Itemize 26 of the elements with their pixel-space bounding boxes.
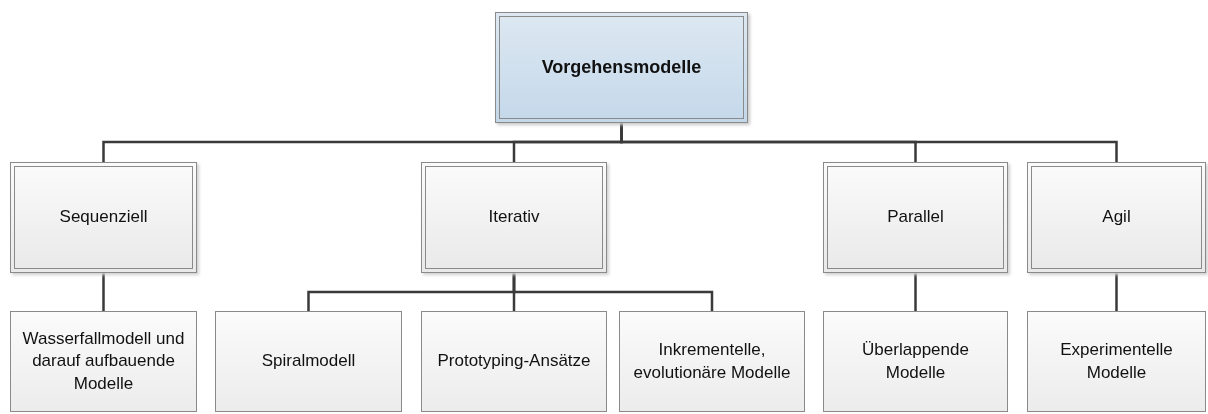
root-box [495,12,748,123]
box-label: Überlappende Modelle [861,339,970,384]
box-label: Spiralmodell [261,350,356,373]
connector-line [1115,273,1118,311]
model-box [10,311,197,412]
box-label: Iterativ [488,206,540,229]
connector-line [102,273,105,311]
model-box [421,311,607,412]
box-label: Parallel [887,206,944,229]
box-label: Prototyping-Ansätze [437,350,591,373]
model-box [619,311,805,412]
category-box [1027,162,1206,273]
box-label: Experimentelle Modelle [1059,339,1174,384]
model-box [215,311,402,412]
model-box [823,311,1008,412]
category-box [10,162,197,273]
box-label: Sequenziell [59,206,148,229]
category-box [823,162,1008,273]
connector-line [914,273,917,311]
title-text: Vorgehensmodelle [541,56,702,79]
box-label: Wasserfallmodell und darauf aufbauende Modelle [21,328,186,395]
category-box [421,162,607,273]
box-label: Inkrementelle, evolutionäre Modelle [632,339,792,384]
box-label: Agil [1102,206,1131,229]
connector-line [512,273,714,311]
model-box [1027,311,1206,412]
